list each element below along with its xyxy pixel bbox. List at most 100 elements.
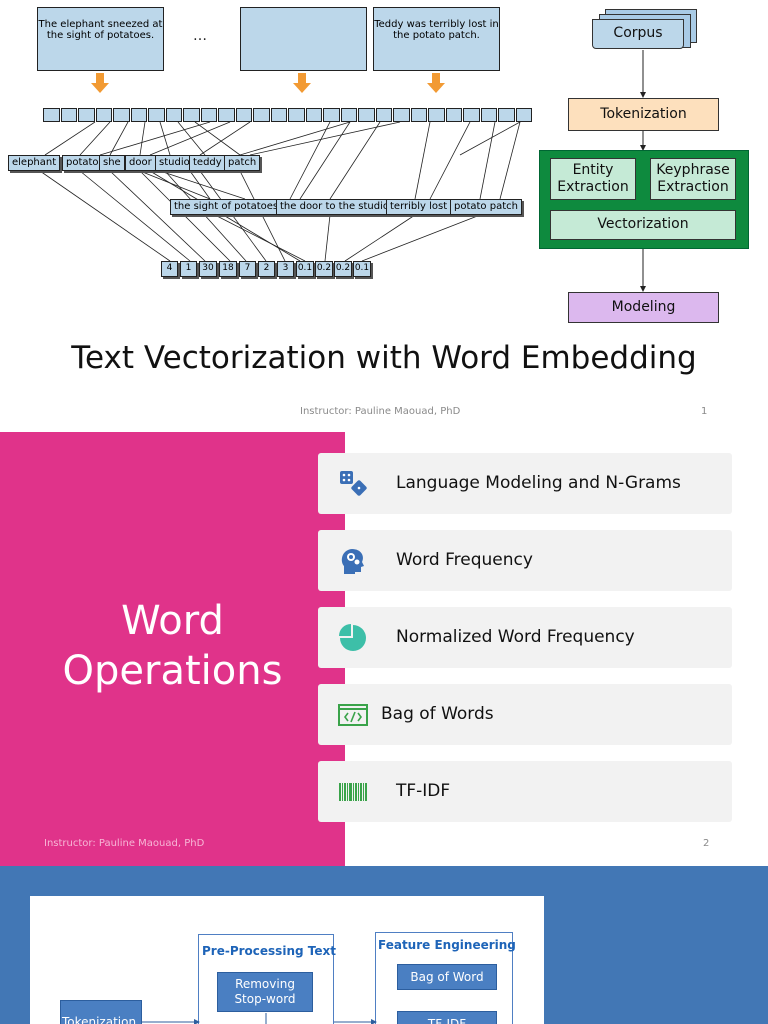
page-number: 2	[703, 838, 710, 849]
token-cell	[235, 108, 252, 122]
section-title: Word Operations	[0, 596, 345, 696]
token-cell	[218, 108, 235, 122]
token-cell-row	[43, 108, 533, 122]
token-cell	[445, 108, 462, 122]
token-cell	[253, 108, 270, 122]
list-item-label: Bag of Words	[381, 704, 494, 724]
vector-value: 0.1	[296, 261, 314, 277]
word-token: patch	[224, 155, 261, 171]
mapping-line	[109, 170, 206, 262]
mapping-line	[344, 214, 416, 262]
document-1: The elephant sneezed at the sight of pot…	[37, 7, 164, 71]
feature-frame	[375, 932, 513, 1024]
document-2	[240, 7, 367, 71]
list-item-bag-of-words[interactable]: Bag of Words	[318, 684, 732, 745]
token-cell	[428, 108, 445, 122]
mapping-line	[214, 214, 306, 262]
slide-3: Pre-Processing Text Feature Engineering …	[0, 866, 768, 1024]
mapping-line	[79, 121, 111, 156]
token-cell	[95, 108, 112, 122]
mapping-line	[324, 214, 331, 262]
mapping-line	[139, 170, 231, 262]
token-cell	[323, 108, 340, 122]
vector-value: 7	[239, 261, 256, 277]
slide-1: The elephant sneezed at the sight of pot…	[0, 0, 768, 432]
list-item-label: Word Frequency	[396, 550, 533, 570]
slide-title: Text Vectorization with Word Embedding	[71, 340, 697, 376]
mapping-line	[149, 121, 231, 156]
barcode-icon	[339, 783, 367, 801]
mapping-line	[159, 121, 171, 156]
token-cell	[498, 108, 515, 122]
token-cell	[113, 108, 130, 122]
mapping-line	[499, 121, 521, 200]
mapping-line	[299, 121, 351, 200]
mapping-line	[79, 170, 191, 262]
token-cell	[375, 108, 392, 122]
word-token: potato	[62, 155, 103, 171]
mapping-line	[289, 121, 331, 200]
token-cell	[130, 108, 147, 122]
pie-chart-icon	[339, 624, 366, 651]
token-mapping-lines	[39, 121, 521, 262]
token-cell	[165, 108, 182, 122]
mapping-line	[199, 121, 251, 156]
mapping-line	[149, 170, 301, 262]
corpus-box: Corpus	[592, 19, 684, 49]
mapping-line	[159, 170, 246, 200]
word-token: door	[125, 155, 156, 171]
vector-value: 30	[199, 261, 217, 277]
list-item-tf-idf[interactable]: TF-IDF	[318, 761, 732, 822]
mapping-line	[39, 170, 171, 262]
mapping-line	[189, 170, 211, 200]
token-cell	[183, 108, 200, 122]
mapping-line	[109, 121, 129, 156]
word-token: she	[99, 155, 125, 171]
mapping-line	[329, 121, 381, 200]
list-item-label: TF-IDF	[396, 781, 451, 801]
token-cell	[60, 108, 77, 122]
vector-value: 4	[161, 261, 178, 277]
vector-value: 2	[258, 261, 275, 277]
mapping-line	[44, 121, 96, 156]
mapping-line	[194, 121, 241, 156]
vector-value: 3	[277, 261, 294, 277]
list-item-language-modeling[interactable]: Language Modeling and N-Grams	[318, 453, 732, 514]
list-item-word-frequency[interactable]: Word Frequency	[318, 530, 732, 591]
section-title-line-2: Operations	[62, 648, 283, 694]
page-number: 1	[701, 406, 708, 417]
code-window-icon	[338, 704, 368, 726]
title-panel: Word Operations Instructor: Pauline Maou…	[0, 432, 345, 866]
token-cell	[148, 108, 165, 122]
mapping-line	[239, 121, 351, 156]
phrase-token: the door to the studio	[276, 199, 393, 215]
mapping-line	[139, 121, 146, 156]
vector-value: 18	[219, 261, 237, 277]
preprocessing-frame	[198, 934, 334, 1024]
mapping-line	[199, 170, 267, 262]
mapping-line	[361, 214, 481, 262]
tokenization-box: Tokenization	[60, 1000, 142, 1024]
token-cell	[480, 108, 497, 122]
extraction-group: Entity Extraction Keyphrase Extraction V…	[539, 150, 749, 249]
token-cell	[305, 108, 322, 122]
token-cell	[200, 108, 217, 122]
phrase-token: potato patch	[450, 199, 522, 215]
preprocessing-title: Pre-Processing Text	[202, 944, 336, 958]
keyphrase-extraction-box: Keyphrase Extraction	[650, 158, 736, 200]
tokenization-box: Tokenization	[568, 98, 719, 131]
mapping-line	[99, 121, 211, 156]
tf-idf-box: TF-IDF	[397, 1011, 497, 1024]
head-gears-icon	[341, 549, 364, 574]
vector-value: 1	[180, 261, 197, 277]
vectorization-box: Vectorization	[550, 210, 736, 240]
vector-value: 0.2	[315, 261, 333, 277]
token-cell	[515, 108, 532, 122]
dice-icon	[340, 471, 367, 496]
token-cell	[463, 108, 480, 122]
token-cell	[358, 108, 375, 122]
mapping-line	[479, 121, 496, 200]
section-title-line-1: Word	[121, 598, 224, 644]
token-cell	[340, 108, 357, 122]
list-item-normalized-word-frequency[interactable]: Normalized Word Frequency	[318, 607, 732, 668]
